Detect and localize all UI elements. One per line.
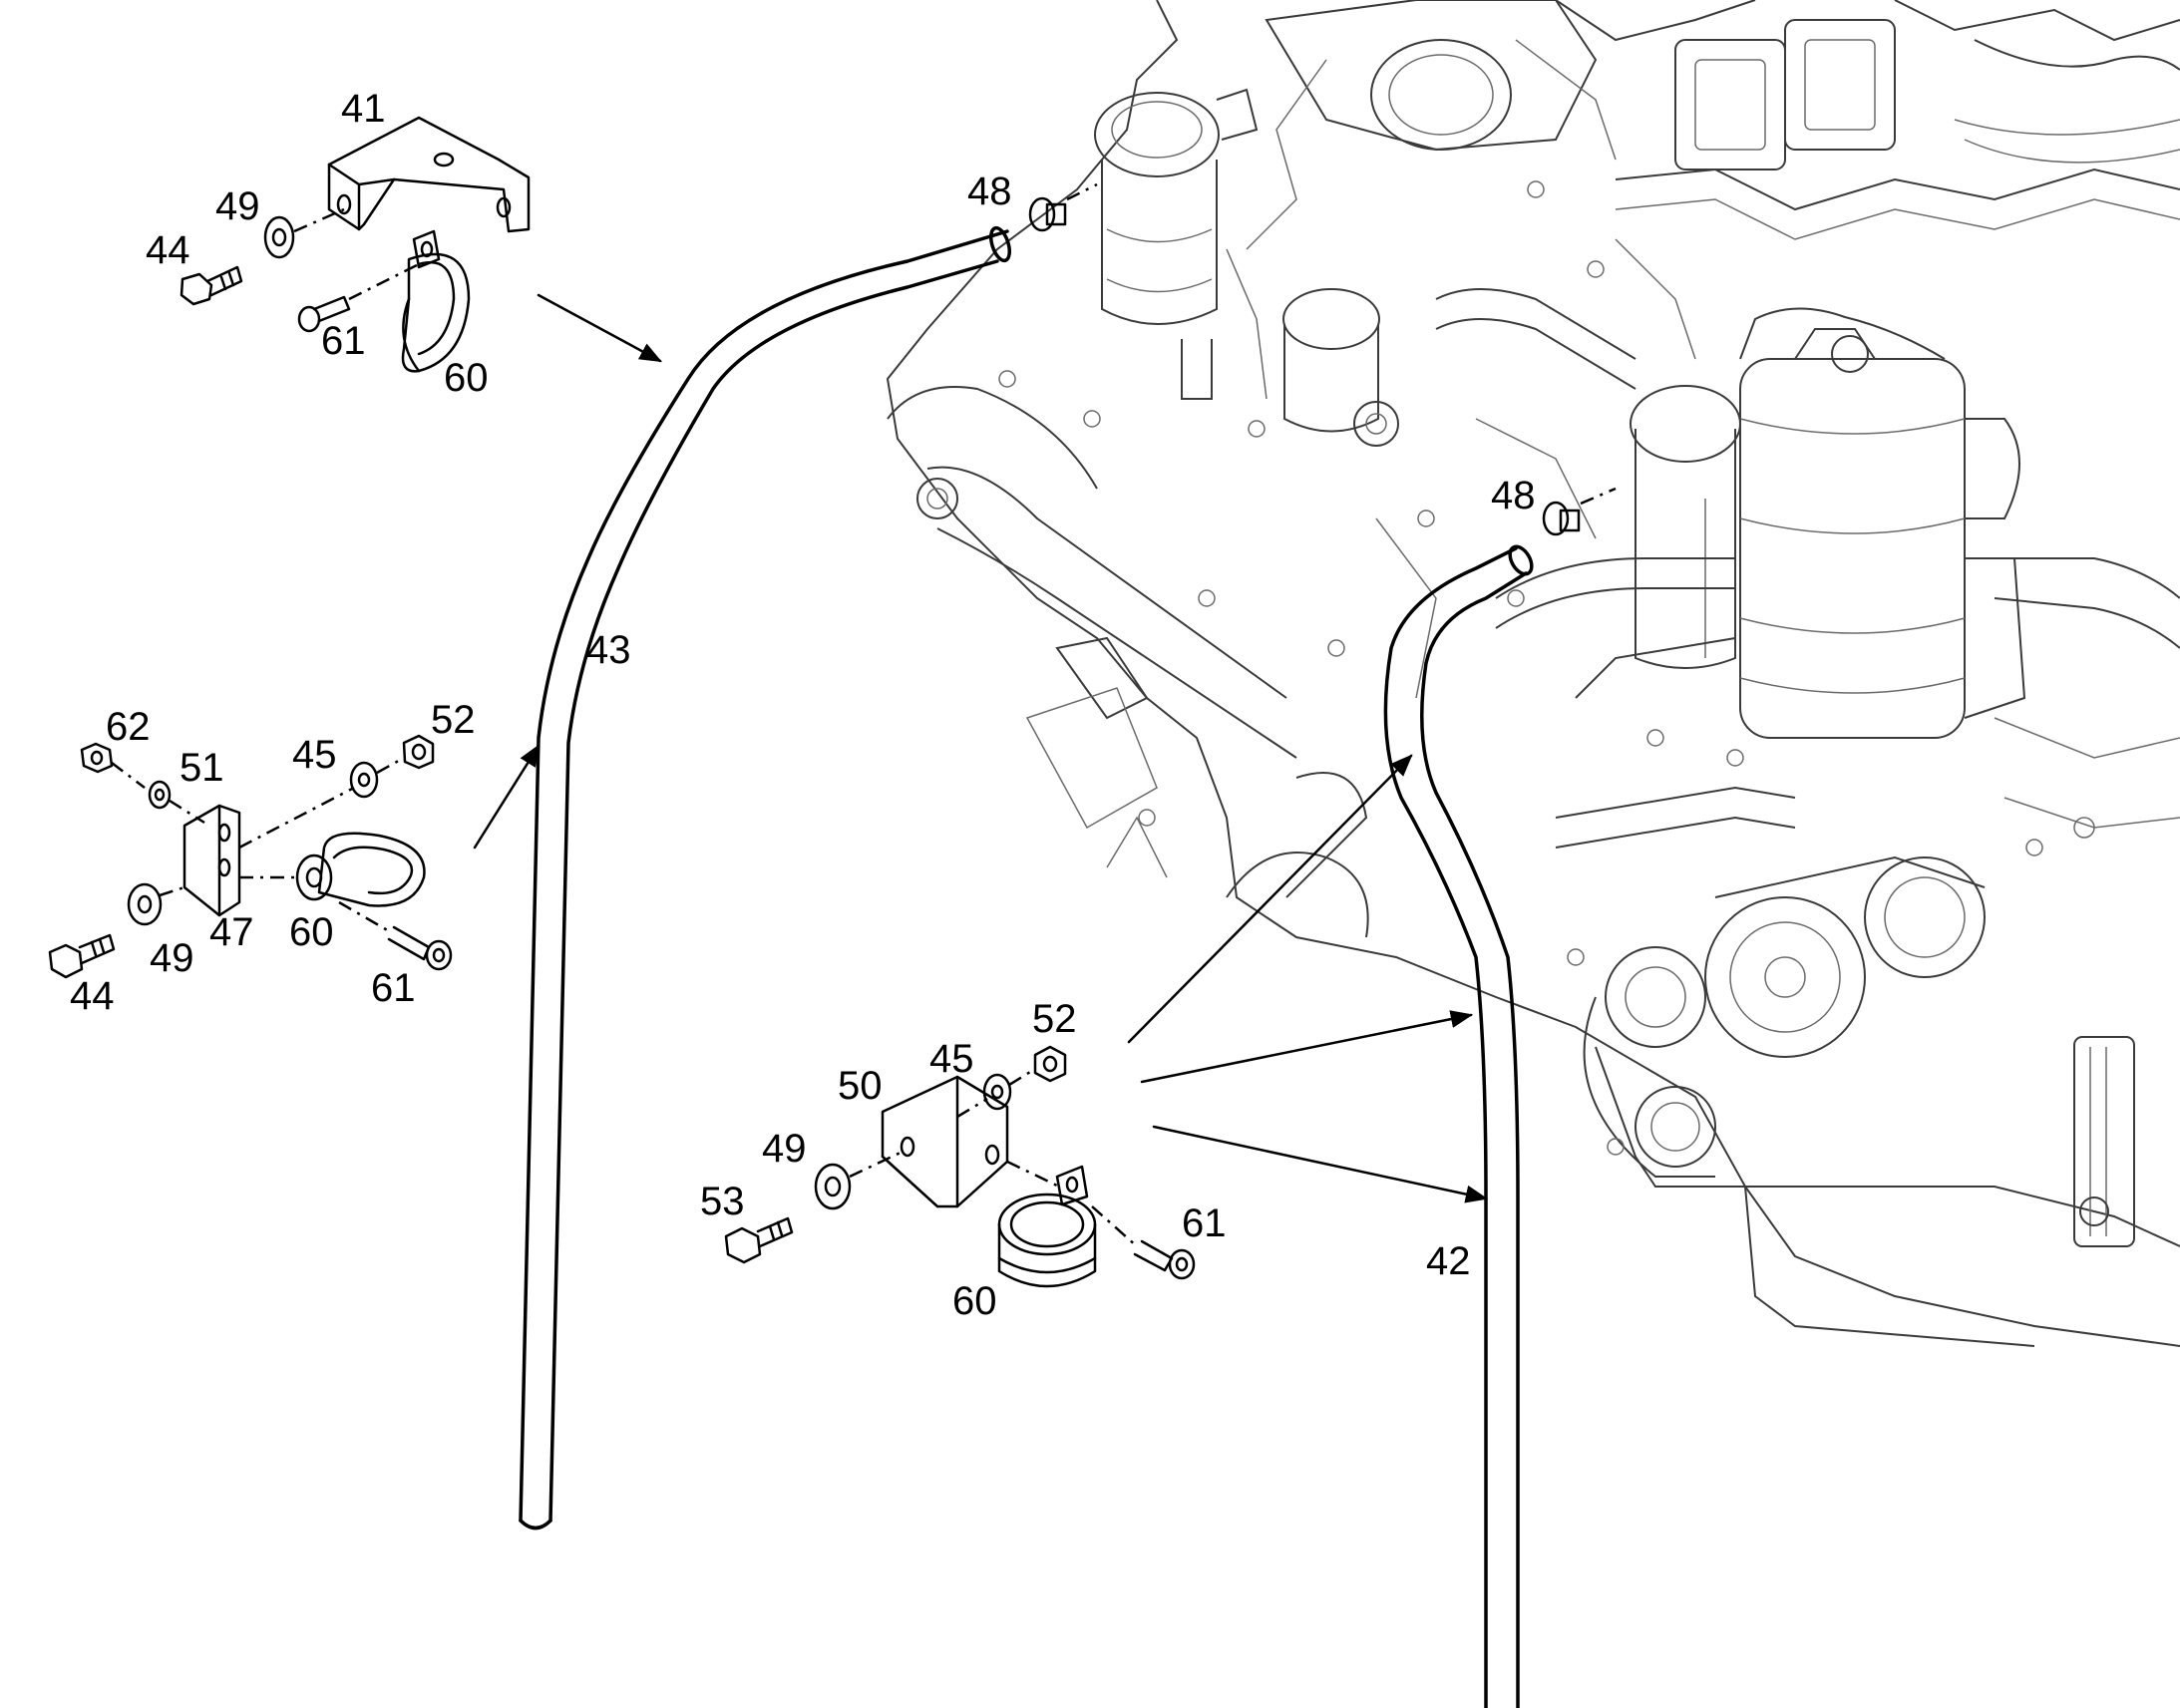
callout-44-b: 44 [70,974,115,1018]
callout-50: 50 [838,1064,883,1108]
callout-49-b: 49 [150,936,194,980]
callout-60-b: 60 [289,910,334,954]
callout-47: 47 [209,910,254,954]
callout-52-a: 52 [431,698,476,742]
washer-49-c [814,1150,904,1210]
callout-60-c: 60 [952,1279,997,1323]
washer-49-b [127,882,185,926]
bracket-50 [881,1075,1009,1208]
callout-48-b: 48 [1491,474,1536,517]
callout-45-a: 45 [292,733,337,777]
screw-61-a [297,262,420,333]
bolt-44-b [48,933,116,979]
bracket-47 [182,804,241,917]
nut-62 [80,742,146,789]
callout-53: 53 [700,1180,745,1223]
engine-assembly [886,0,2180,1347]
bolt-53 [724,1216,794,1264]
leader-arrows [473,293,1489,1203]
callout-60-a: 60 [444,356,489,400]
bolt-44-a [180,265,243,306]
washer-49-a [263,207,345,259]
screw-61-c [1091,1205,1196,1280]
callout-44-a: 44 [146,228,190,272]
washer-45-b [956,1073,1012,1119]
callout-61-c: 61 [1182,1201,1227,1245]
callout-43: 43 [586,628,631,672]
callout-61-b: 61 [371,966,416,1010]
callout-51: 51 [180,746,224,790]
callout-49-c: 49 [762,1127,807,1171]
clamp-60-a [401,229,471,373]
clamp-60-c [997,1160,1097,1288]
callout-45-b: 45 [929,1037,974,1081]
callout-41: 41 [341,87,386,131]
nut-52-b [1008,1045,1067,1087]
callout-42: 42 [1426,1239,1471,1283]
screw-61-b [338,900,453,971]
hose-43 [519,225,1011,1531]
bracket-41 [327,116,531,233]
callout-49-a: 49 [215,184,260,228]
callout-48-a: 48 [967,170,1012,213]
clamp-60-b [239,832,426,907]
hose-clamp-48-upper [1028,182,1098,232]
callout-52-b: 52 [1032,997,1077,1041]
washer-45-a [238,761,379,850]
hose-clamp-48-lower [1542,487,1617,536]
hose-42 [1383,544,1534,1708]
callout-labels: 41 49 44 61 60 48 48 43 62 51 45 52 47 6… [70,87,1536,1323]
callout-62: 62 [106,705,151,749]
callout-61-a: 61 [321,319,366,363]
nut-52-a [376,734,435,775]
